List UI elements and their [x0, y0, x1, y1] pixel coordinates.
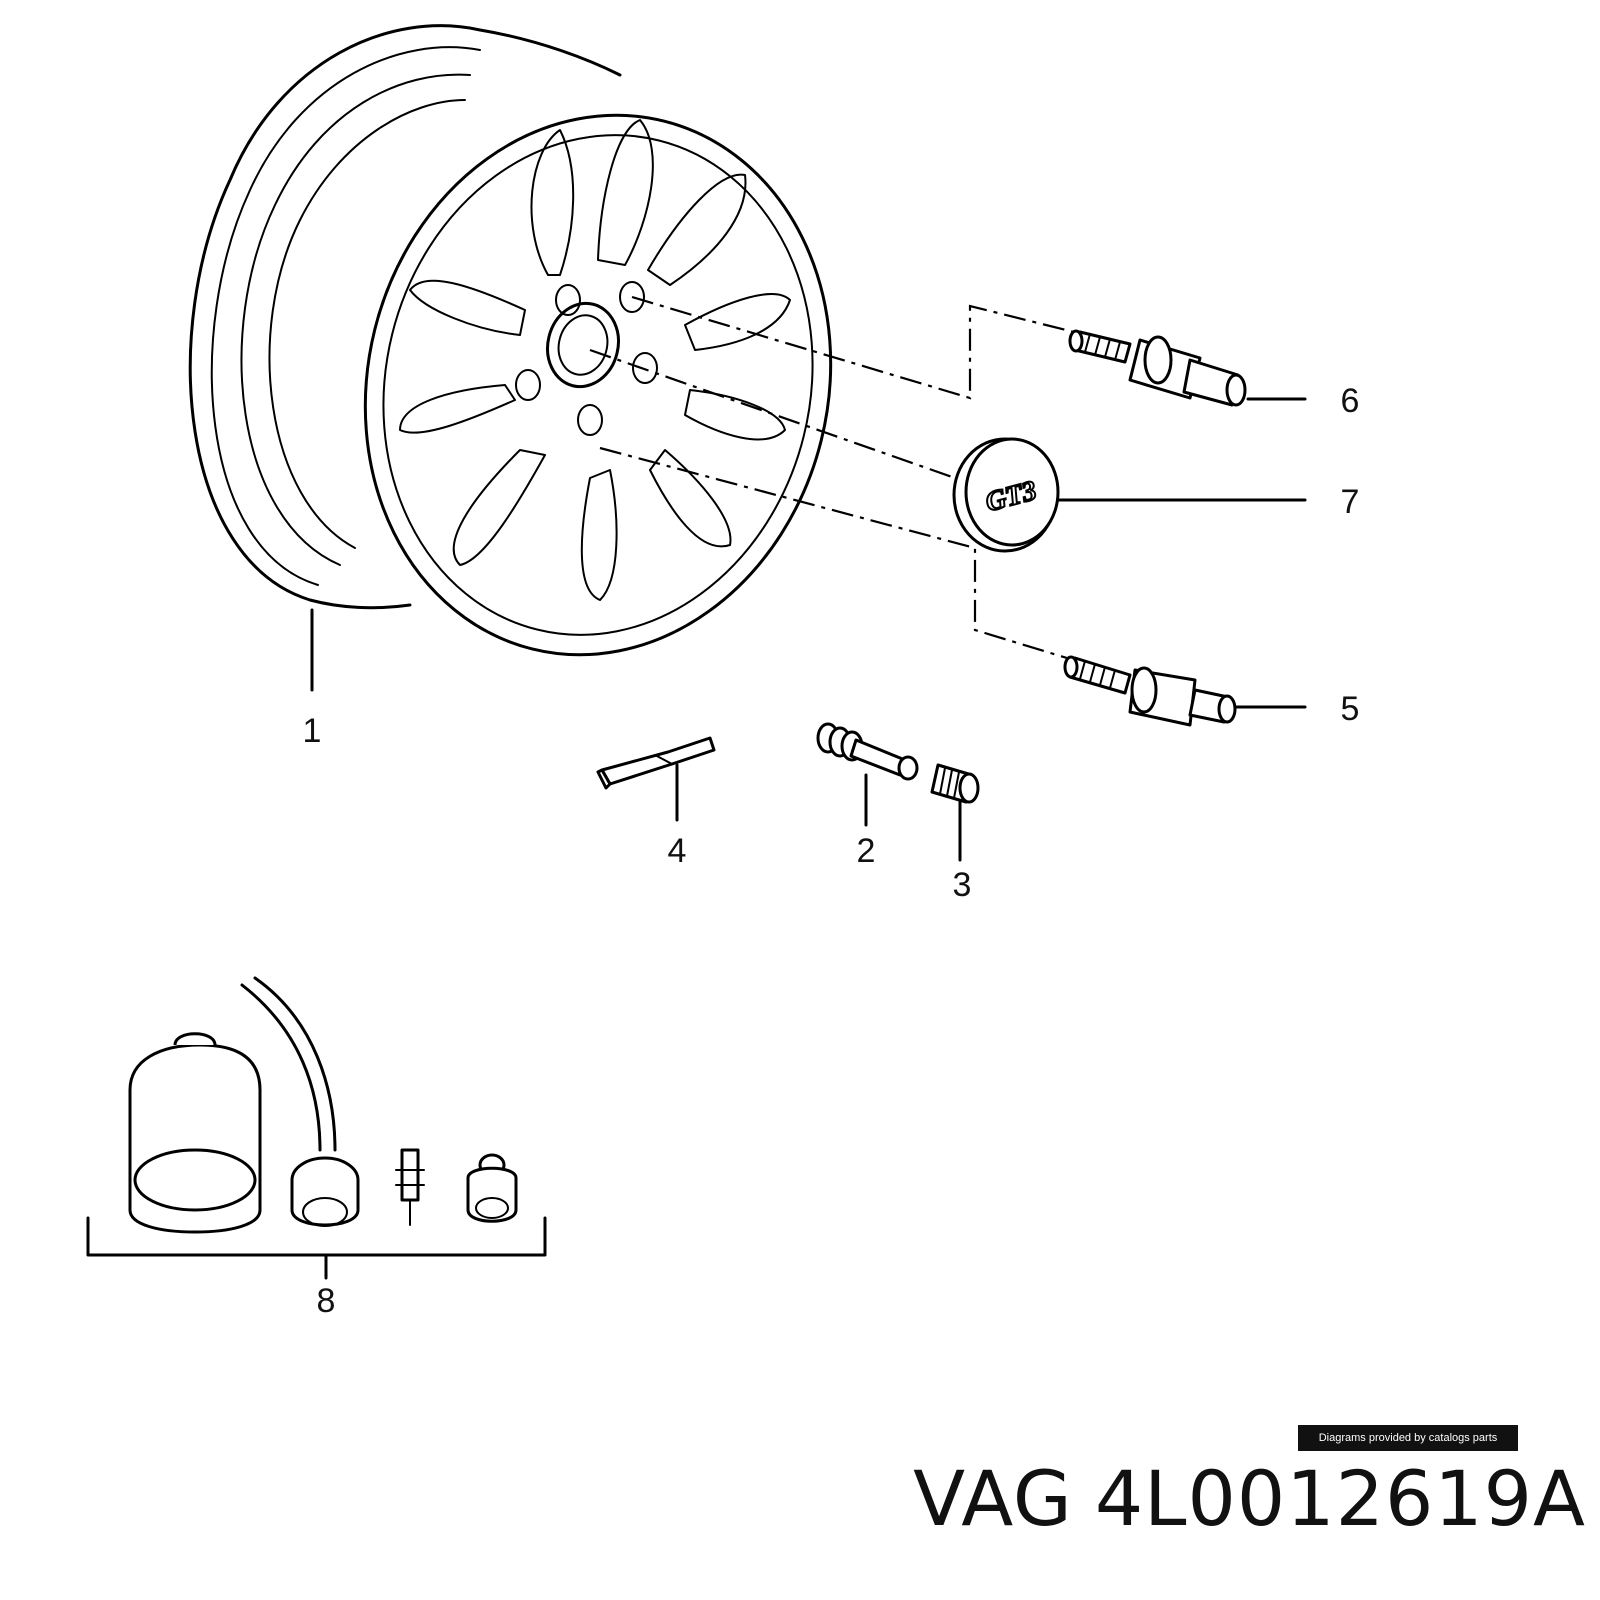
repair-kit — [86, 976, 547, 1280]
brand-name: VAG — [913, 1454, 1073, 1543]
part-number: 4L0012619A — [1094, 1454, 1586, 1543]
leader-lines — [310, 397, 1307, 862]
spoke-windows — [399, 119, 791, 601]
callout-1: 1 — [303, 712, 322, 750]
callout-8: 8 — [317, 1282, 336, 1320]
wheel-bolt-lower — [1063, 655, 1237, 727]
wheel-rim — [188, 24, 833, 657]
callout-3: 3 — [953, 866, 972, 904]
center-cap: GT3 — [952, 437, 1060, 553]
balance-weight — [596, 736, 716, 790]
credit-badge: Diagrams provided by catalogs parts — [1298, 1425, 1518, 1451]
callout-5: 5 — [1341, 690, 1360, 728]
callout-7: 7 — [1341, 483, 1360, 521]
assembly-lines — [589, 295, 1091, 664]
callout-numbers: 1 2 3 4 5 6 7 8 — [303, 382, 1360, 1320]
wheel-bolt-upper — [1068, 329, 1247, 407]
callout-6: 6 — [1341, 382, 1360, 420]
tire-valve — [816, 722, 919, 781]
valve-cap — [930, 763, 980, 804]
callout-4: 4 — [668, 832, 687, 870]
callout-2: 2 — [857, 832, 876, 870]
